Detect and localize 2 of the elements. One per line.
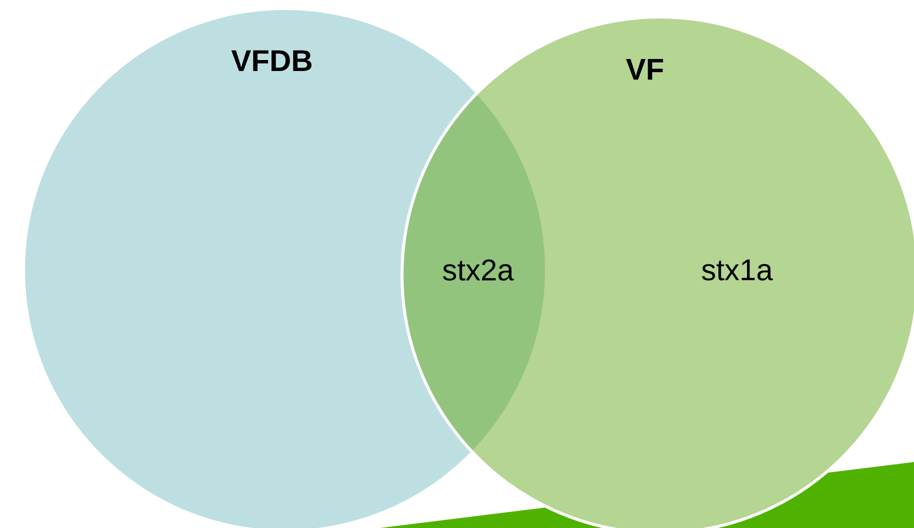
region-label: stx2a xyxy=(442,259,514,281)
region-label: stx1a xyxy=(702,260,773,280)
